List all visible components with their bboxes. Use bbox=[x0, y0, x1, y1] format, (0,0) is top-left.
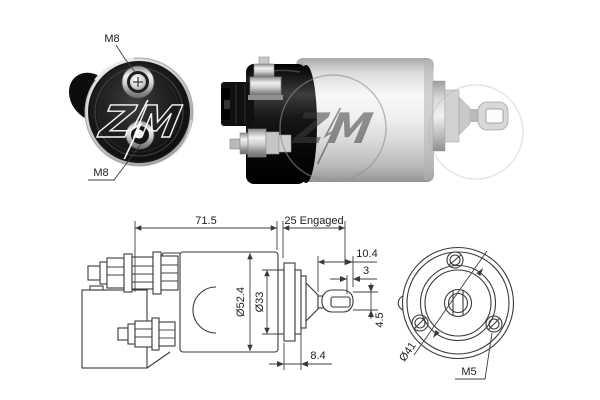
plunger-bore-circle bbox=[443, 288, 473, 318]
zm-watermark-side-text: ZM bbox=[289, 105, 380, 153]
zm-watermark-rear-text: ZM bbox=[94, 97, 188, 147]
zm-watermark-circle bbox=[279, 74, 387, 182]
solenoid-body-photo bbox=[296, 58, 434, 182]
dim-25-engaged-text: 25 Engaged bbox=[284, 215, 343, 227]
upper-stud-stack bbox=[87, 251, 179, 295]
dim-bolt-circle: Ø41 bbox=[397, 250, 488, 364]
terminal-stud-top bbox=[121, 65, 155, 99]
dim-flange-width: 8.4 bbox=[269, 330, 332, 370]
leader-m8-top bbox=[115, 44, 136, 73]
leader-m5 bbox=[455, 332, 493, 380]
rear-view-photo: ZM M8 M8 bbox=[68, 33, 194, 181]
connector-stub bbox=[221, 82, 254, 126]
dim-dia-52-4-text: Ø52.4 bbox=[235, 287, 247, 317]
plunger-photo bbox=[432, 80, 509, 152]
dim-body-diameter: Ø52.4 bbox=[235, 253, 253, 351]
leader-m8-bottom bbox=[88, 143, 142, 181]
mount-screw-top bbox=[446, 251, 464, 269]
dim-plunger-tip: 10.4 bbox=[317, 248, 378, 292]
front-view-drawing: Ø41 M5 bbox=[397, 246, 515, 380]
zm-watermark-circle-2 bbox=[428, 84, 524, 180]
dim-eye-height: 4.5 bbox=[353, 283, 386, 328]
side-view-photo: ZM bbox=[221, 56, 524, 184]
dim-4-5-text: 4.5 bbox=[374, 312, 386, 327]
mount-screw-bottom-right bbox=[485, 315, 503, 333]
side-view-drawing: 71.5 25 Engaged 10.4 3 bbox=[81, 215, 386, 370]
dim-overall-length: 71.5 bbox=[134, 215, 278, 292]
label-m8-bottom: M8 bbox=[93, 167, 108, 179]
dim-10-4-text: 10.4 bbox=[356, 248, 377, 260]
zm-watermark-rear: ZM bbox=[93, 97, 189, 160]
dim-engaged-travel: 25 Engaged bbox=[282, 215, 346, 265]
dim-hole-to-tip: 3 bbox=[330, 265, 377, 294]
front-flange-outline bbox=[277, 262, 354, 342]
dim-71-5-text: 71.5 bbox=[195, 215, 216, 227]
label-m5: M5 bbox=[461, 366, 476, 378]
photo-terminal-top bbox=[248, 56, 283, 100]
flange-tab bbox=[397, 295, 404, 311]
lower-stud-stack bbox=[117, 317, 176, 351]
dim-8-4-text: 8.4 bbox=[310, 350, 325, 362]
flange-outer-circle bbox=[401, 246, 515, 360]
zm-watermark-side: ZM bbox=[289, 105, 380, 165]
dim-3-text: 3 bbox=[363, 265, 369, 277]
dim-dia-33-text: Ø33 bbox=[254, 292, 266, 313]
photo-terminal-bottom bbox=[229, 128, 292, 158]
label-m8-top: M8 bbox=[104, 33, 119, 45]
mount-screw-bottom-left bbox=[411, 314, 429, 332]
dim-neck-diameter: Ø33 bbox=[254, 269, 282, 335]
